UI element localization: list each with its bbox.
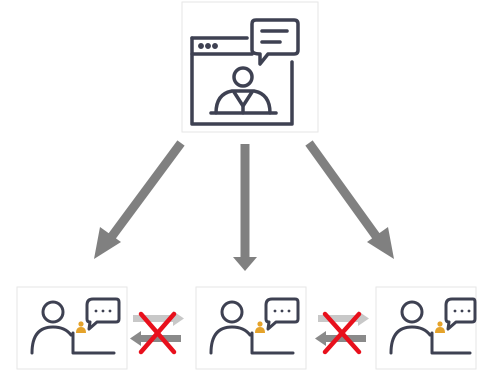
blocked-exchange-left xyxy=(130,311,184,355)
arrow-to-left-participant xyxy=(94,140,185,259)
participant-chat-icon xyxy=(209,297,300,355)
arrow-to-center-participant xyxy=(233,144,257,271)
blocked-exchange-icon xyxy=(130,311,184,346)
blocked-exchange-right xyxy=(315,311,369,355)
participant-node-right xyxy=(375,286,477,370)
arrow-to-right-participant xyxy=(305,140,394,259)
participant-node-left xyxy=(16,286,128,370)
red-cross-icon xyxy=(138,311,177,355)
participant-chat-icon xyxy=(389,297,477,355)
red-cross-icon xyxy=(322,311,362,355)
participant-chat-icon xyxy=(30,297,121,355)
participant-node-center xyxy=(195,286,307,370)
video-conference-presenter-icon xyxy=(190,18,300,126)
mini-person-icon xyxy=(435,321,445,333)
mini-person-icon xyxy=(255,321,265,333)
presenter-node xyxy=(181,1,319,133)
mini-person-icon xyxy=(76,321,86,333)
distribution-arrows xyxy=(94,140,394,271)
blocked-exchange-icon xyxy=(315,311,369,346)
